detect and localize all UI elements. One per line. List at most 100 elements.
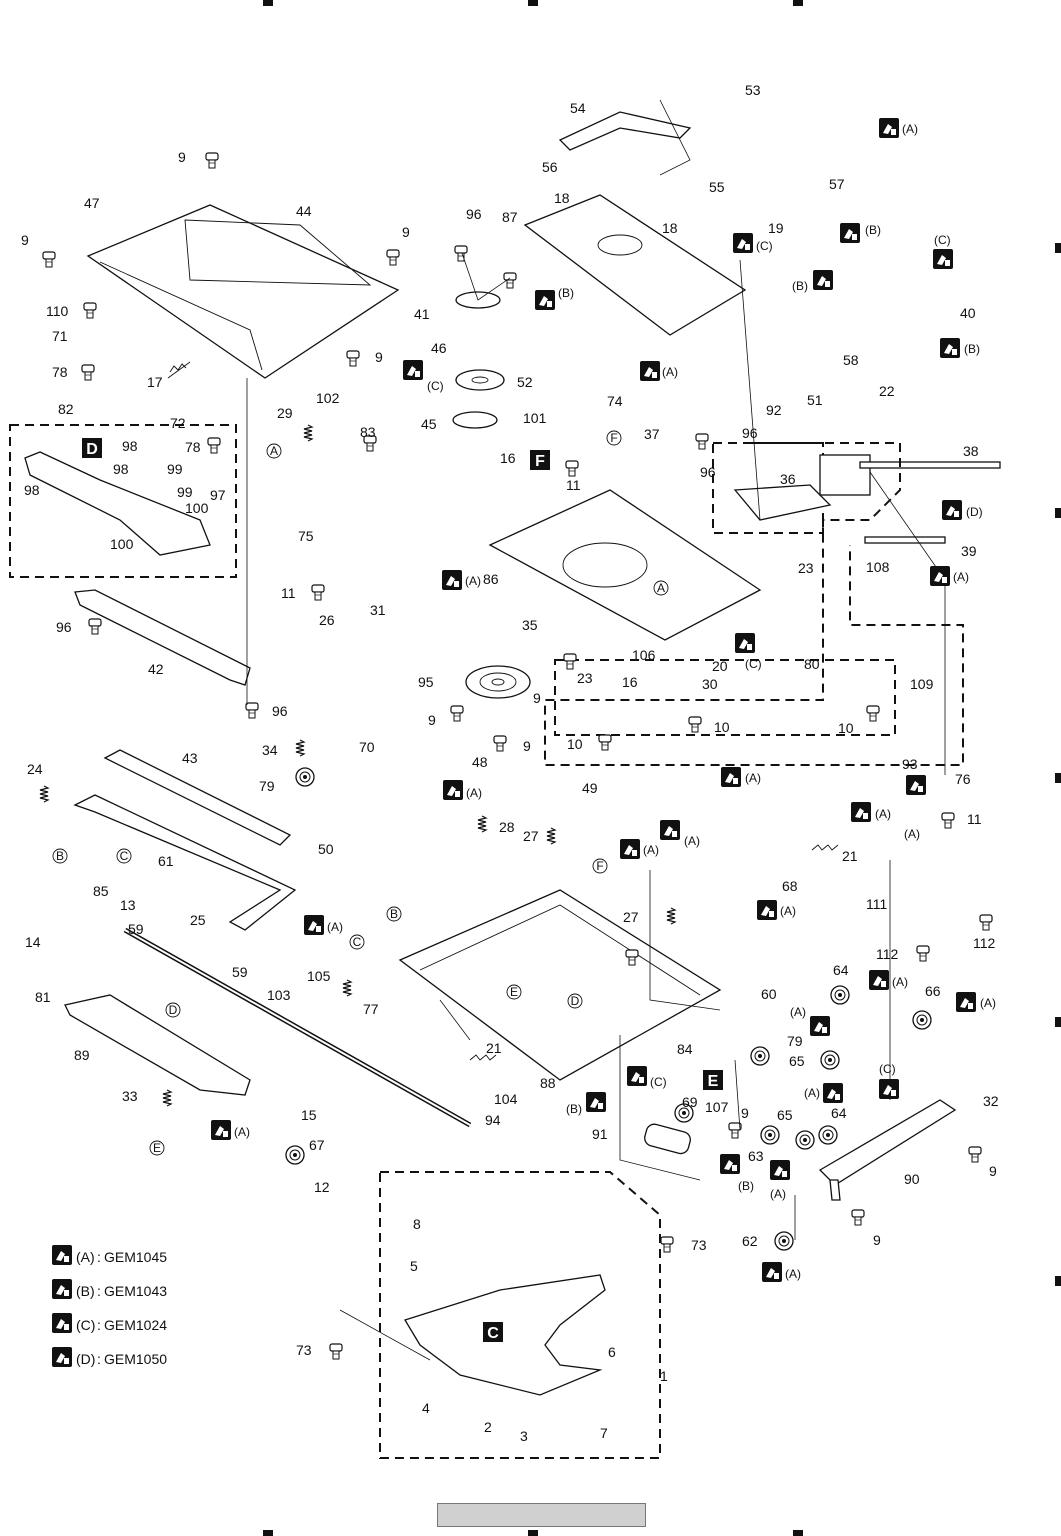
lever-89: [64, 994, 251, 1096]
svg-text:10: 10: [567, 736, 583, 752]
mechanism-base-86: [488, 489, 762, 641]
svg-text:74: 74: [607, 393, 623, 409]
svg-text:85: 85: [93, 883, 109, 899]
svg-text:9: 9: [21, 232, 29, 248]
svg-text:F: F: [596, 859, 603, 873]
svg-text:GEM1050: GEM1050: [104, 1351, 167, 1367]
svg-text:(C): (C): [879, 1062, 896, 1076]
svg-text:10: 10: [714, 719, 730, 735]
svg-text:89: 89: [74, 1047, 90, 1063]
svg-text:9: 9: [533, 690, 541, 706]
svg-text:23: 23: [798, 560, 814, 576]
svg-text:109: 109: [910, 676, 934, 692]
page-number-bar: [437, 1503, 646, 1527]
legend-item-c: (C) : GEM1024: [52, 1313, 167, 1333]
svg-text:(B): (B): [566, 1102, 582, 1116]
svg-text:(C): (C): [745, 657, 762, 671]
svg-text:71: 71: [52, 328, 68, 344]
svg-text:(A): (A): [465, 574, 481, 588]
svg-text:40: 40: [960, 305, 976, 321]
svg-text:97: 97: [210, 487, 226, 503]
svg-text:GEM1043: GEM1043: [104, 1283, 167, 1299]
svg-text:9: 9: [873, 1232, 881, 1248]
svg-text:39: 39: [961, 543, 977, 559]
svg-text:(A): (A): [875, 807, 891, 821]
svg-text:35: 35: [522, 617, 538, 633]
svg-text:101: 101: [523, 410, 547, 426]
svg-text:100: 100: [110, 536, 134, 552]
svg-text:51: 51: [807, 392, 823, 408]
svg-text:(B): (B): [558, 286, 574, 300]
svg-text:19: 19: [768, 220, 784, 236]
svg-text:9: 9: [428, 712, 436, 728]
svg-text:112: 112: [973, 935, 996, 951]
slider-43: [103, 749, 292, 846]
svg-text:111: 111: [866, 896, 887, 912]
legend-item-b: (B) : GEM1043: [52, 1279, 167, 1299]
svg-text:16: 16: [622, 674, 638, 690]
svg-text:59: 59: [232, 964, 248, 980]
svg-text:33: 33: [122, 1088, 138, 1104]
svg-text:36: 36: [780, 471, 796, 487]
svg-text:21: 21: [486, 1040, 502, 1056]
svg-text:78: 78: [185, 439, 201, 455]
reference-letters: A A F B C B C F E D D E: [52, 430, 669, 1156]
svg-text::: :: [97, 1249, 101, 1265]
svg-text:96: 96: [272, 703, 288, 719]
svg-text:4: 4: [422, 1400, 430, 1416]
svg-text:102: 102: [316, 390, 340, 406]
svg-text:(A): (A): [466, 786, 482, 800]
spindle-motor-95: [465, 665, 531, 699]
svg-text:46: 46: [431, 340, 447, 356]
svg-text:59: 59: [128, 921, 144, 937]
svg-text:77: 77: [363, 1001, 379, 1017]
svg-text::: :: [97, 1351, 101, 1367]
svg-text:(C): (C): [427, 379, 444, 393]
svg-text:62: 62: [742, 1233, 758, 1249]
svg-text:21: 21: [842, 848, 858, 864]
svg-text:7: 7: [600, 1425, 608, 1441]
svg-text::: :: [97, 1283, 101, 1299]
svg-text:9: 9: [402, 224, 410, 240]
svg-text:(A): (A): [892, 975, 908, 989]
svg-text:(A): (A): [785, 1267, 801, 1281]
loading-plate-87: [523, 194, 747, 336]
svg-text:31: 31: [370, 602, 386, 618]
part-number-labels: 1 2 3 4 5 6 7 8 9 9 9 9 9 9 9 9 9 9 10 1…: [21, 82, 999, 1444]
svg-text:84: 84: [677, 1041, 693, 1057]
svg-text:87: 87: [502, 209, 518, 225]
svg-text:C: C: [120, 849, 129, 863]
svg-text:(A): (A): [790, 1005, 806, 1019]
svg-text:(A): (A): [662, 365, 678, 379]
svg-text:108: 108: [866, 559, 890, 575]
section-marker-F: F: [530, 450, 550, 470]
svg-text:14: 14: [25, 934, 41, 950]
svg-text:D: D: [571, 994, 580, 1008]
svg-text:8: 8: [413, 1216, 421, 1232]
svg-text:98: 98: [113, 461, 129, 477]
svg-text:(A): (A): [770, 1187, 786, 1201]
bracket-42: [74, 589, 251, 686]
svg-text:99: 99: [167, 461, 183, 477]
svg-text:55: 55: [709, 179, 725, 195]
svg-text:82: 82: [58, 401, 74, 417]
svg-text:1: 1: [660, 1368, 668, 1384]
svg-text:9: 9: [989, 1163, 997, 1179]
svg-text:98: 98: [122, 438, 138, 454]
svg-text:70: 70: [359, 739, 375, 755]
svg-text:43: 43: [182, 750, 198, 766]
slider-61: [73, 794, 297, 931]
svg-text:96: 96: [700, 464, 716, 480]
svg-text:76: 76: [955, 771, 971, 787]
svg-text:E: E: [153, 1141, 161, 1155]
svg-text:106: 106: [632, 647, 656, 663]
svg-text:75: 75: [298, 528, 314, 544]
arm-54: [558, 111, 692, 151]
svg-text:98: 98: [24, 482, 40, 498]
svg-text:27: 27: [523, 828, 539, 844]
svg-text:25: 25: [190, 912, 206, 928]
motor-91: [644, 1123, 691, 1155]
svg-text:E: E: [510, 985, 518, 999]
svg-text:(A): (A): [234, 1125, 250, 1139]
